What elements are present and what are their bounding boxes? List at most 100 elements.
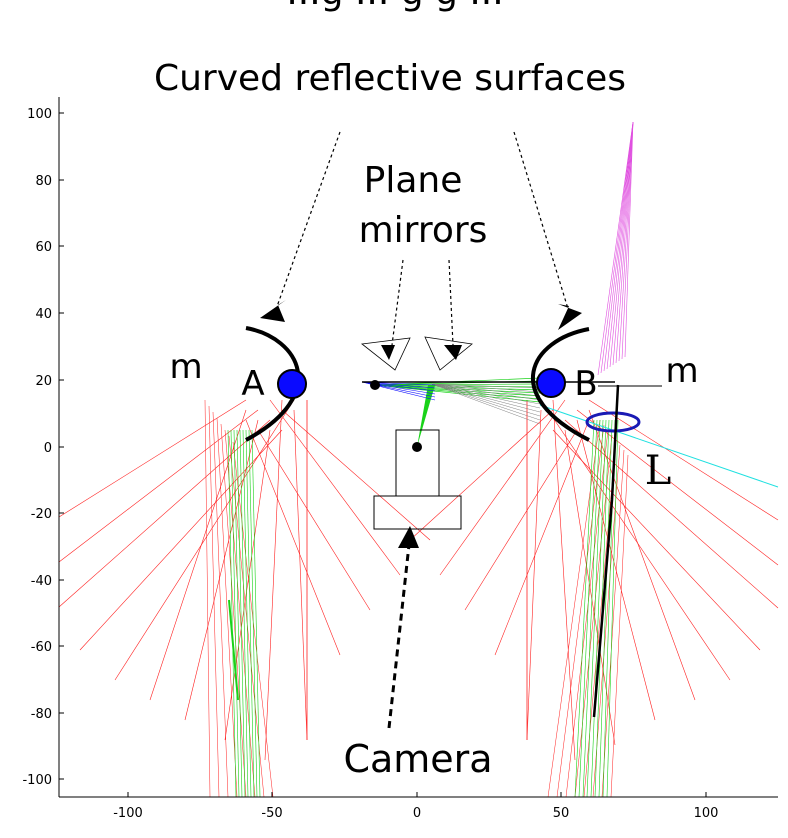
arrowheads: [260, 300, 582, 548]
gray-ray: [431, 383, 541, 401]
magenta-ray: [624, 121, 634, 358]
red-ray: [79, 429, 283, 651]
red-ray: [184, 419, 259, 721]
green-ray: [233, 429, 243, 798]
green-ray: [228, 599, 239, 701]
red-ray: [409, 409, 554, 541]
magenta-ray: [606, 121, 634, 370]
gray-ray-fan: [431, 383, 541, 425]
red-ray: [257, 429, 371, 611]
annotation-arrows: [274, 131, 570, 729]
red-ray: [540, 399, 731, 681]
y-tick-label: -80: [31, 707, 52, 722]
green-ray: [578, 419, 598, 798]
red-ray: [216, 417, 238, 798]
magenta-ray: [615, 121, 634, 364]
label-l: L: [645, 448, 672, 494]
label-a: A: [241, 364, 264, 404]
green-ray: [239, 429, 249, 798]
x-tick-label: 50: [553, 806, 570, 821]
cyan-ray: [539, 404, 779, 488]
red-ray: [552, 429, 761, 651]
y-tick-label: 100: [27, 107, 52, 122]
plane-label: Plane: [364, 160, 463, 201]
red-ray: [526, 409, 542, 741]
green-ray: [374, 383, 541, 386]
lens-stem: [592, 384, 620, 718]
green-ray: [245, 429, 255, 798]
x-tick-label: 0: [413, 806, 421, 821]
red-ray: [149, 409, 247, 701]
green-ray: [230, 429, 240, 798]
green-ray: [586, 419, 604, 798]
green-ray: [251, 429, 261, 798]
mirrors-label: mirrors: [359, 210, 488, 251]
green-ray: [242, 429, 252, 798]
red-ray: [212, 411, 229, 798]
m-left-label: m: [169, 347, 202, 387]
magenta-ray: [621, 121, 634, 360]
red-ray: [565, 429, 609, 798]
camera-lens-housing: [395, 429, 440, 497]
red-ray: [114, 399, 295, 681]
y-tick-label: 60: [35, 240, 52, 255]
arrowhead-camera: [398, 526, 419, 548]
red-ray: [556, 424, 605, 798]
red-ray: [601, 449, 625, 798]
arrowhead-curved-left: [260, 300, 286, 322]
arrow-plane-right: [448, 259, 454, 346]
green-ray: [227, 429, 237, 798]
arrowhead-curved-right: [558, 304, 582, 330]
red-ray: [494, 419, 590, 656]
x-tick-label: 100: [694, 806, 719, 821]
green-ray: [606, 419, 619, 798]
gray-ray: [431, 383, 541, 425]
m-right-label: m: [665, 351, 698, 391]
label-b: B: [574, 364, 597, 404]
arrow-curved-right: [513, 131, 570, 313]
camera-focal-dot: [412, 442, 422, 452]
magenta-ray-bundle: [597, 121, 634, 376]
magenta-ray: [597, 121, 634, 376]
x-tick-label: -100: [113, 806, 143, 821]
red-ray: [220, 423, 247, 798]
y-tick-label: 80: [35, 174, 52, 189]
red-ray: [588, 409, 696, 701]
arrow-camera: [387, 544, 411, 729]
green-ray: [374, 384, 541, 400]
magenta-ray: [618, 121, 634, 362]
gray-ray: [431, 383, 541, 421]
red-ray: [269, 399, 401, 576]
y-tick-label: 40: [35, 307, 52, 322]
gray-ray: [431, 383, 541, 413]
red-ray: [224, 429, 256, 798]
red-ray: [264, 399, 283, 761]
red-ray: [208, 405, 220, 798]
lens-ellipse: [585, 411, 641, 433]
green-ray: [248, 429, 258, 798]
green-ray-cone: [417, 385, 435, 447]
red-ray: [204, 399, 211, 798]
red-ray: [58, 419, 271, 608]
red-ray: [574, 434, 613, 798]
arrowhead-plane-right: [444, 345, 462, 360]
green-ray: [374, 384, 541, 391]
arrow-curved-left: [274, 131, 341, 313]
red-ray: [552, 399, 576, 761]
red-ray: [58, 399, 247, 518]
curved-reflector-b: [531, 327, 590, 442]
y-tick-label: 20: [35, 374, 52, 389]
green-ray: [598, 419, 613, 798]
gray-ray: [431, 383, 541, 417]
y-tick-label: -20: [31, 507, 52, 522]
mirror-focal-dot: [370, 380, 380, 390]
green-ray: [574, 419, 595, 798]
red-ray: [576, 419, 656, 721]
red-ray: [245, 419, 341, 656]
red-ray: [576, 409, 779, 566]
camera-label: Camera: [343, 737, 492, 781]
gray-ray: [431, 383, 541, 405]
gray-ray: [431, 383, 541, 389]
